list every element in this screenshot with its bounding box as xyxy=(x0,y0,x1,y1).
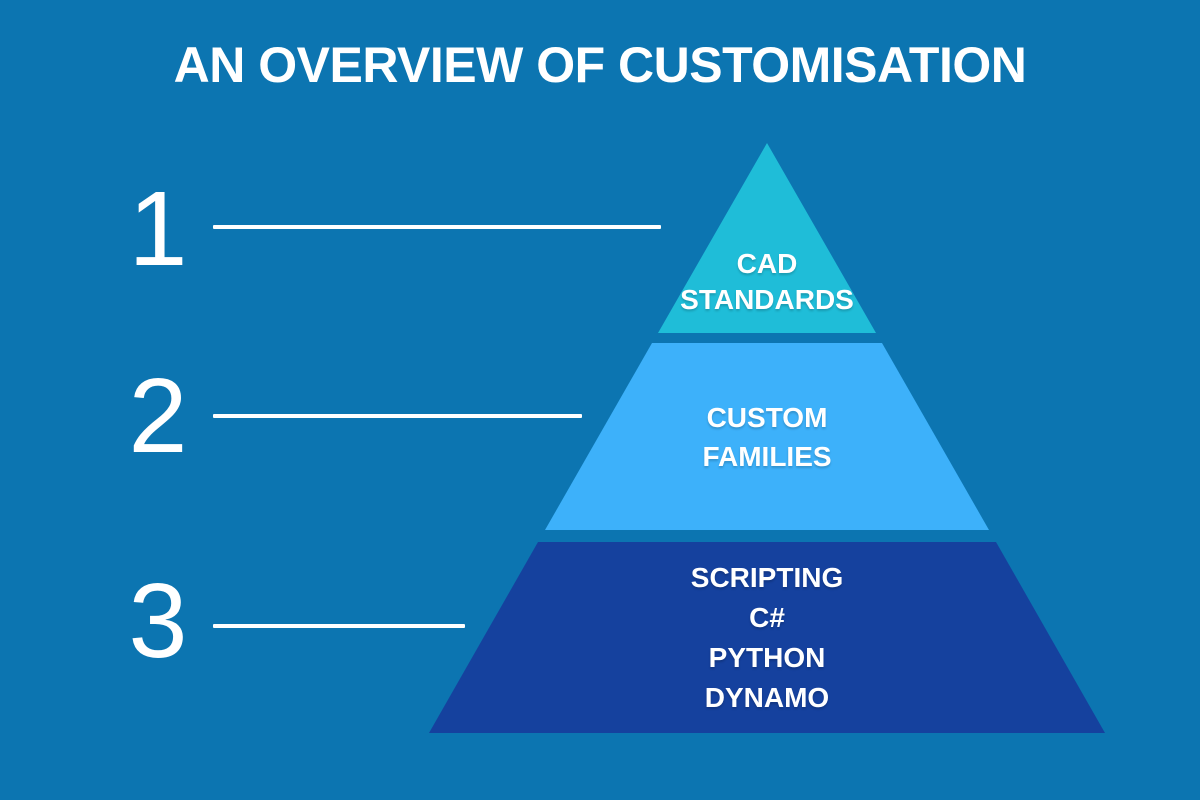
tier-3-label: SCRIPTING C# PYTHON DYNAMO xyxy=(691,558,843,718)
tier-2-label: CUSTOM FAMILIES xyxy=(702,398,831,476)
step-2-leader-line xyxy=(213,414,582,418)
pyramid-tier-1-shape xyxy=(658,143,876,333)
tier-1-label: CAD STANDARDS xyxy=(680,246,854,318)
tier-1-label-line-2: STANDARDS xyxy=(680,284,854,315)
pyramid-tier-3-shape xyxy=(429,542,1105,733)
tier-3-label-line-2: C# xyxy=(749,602,785,633)
pyramid-tier-2-shape xyxy=(545,343,989,530)
tier-3-label-line-4: DYNAMO xyxy=(704,682,830,713)
step-number-3: 3 xyxy=(128,562,188,680)
step-3-leader-line xyxy=(213,624,465,628)
tier-2-label-line-2: FAMILIES xyxy=(702,441,832,472)
tier-3-label-line-1: SCRIPTING xyxy=(690,562,844,593)
tier-1-label-line-1: CAD xyxy=(736,248,798,279)
step-number-1: 1 xyxy=(128,170,188,288)
page-title: AN OVERVIEW OF CUSTOMISATION xyxy=(173,37,1027,93)
step-number-2: 2 xyxy=(128,357,188,475)
tier-3-label-line-3: PYTHON xyxy=(708,642,826,673)
step-1-leader-line xyxy=(213,225,661,229)
tier-2-label-line-1: CUSTOM xyxy=(706,402,828,433)
